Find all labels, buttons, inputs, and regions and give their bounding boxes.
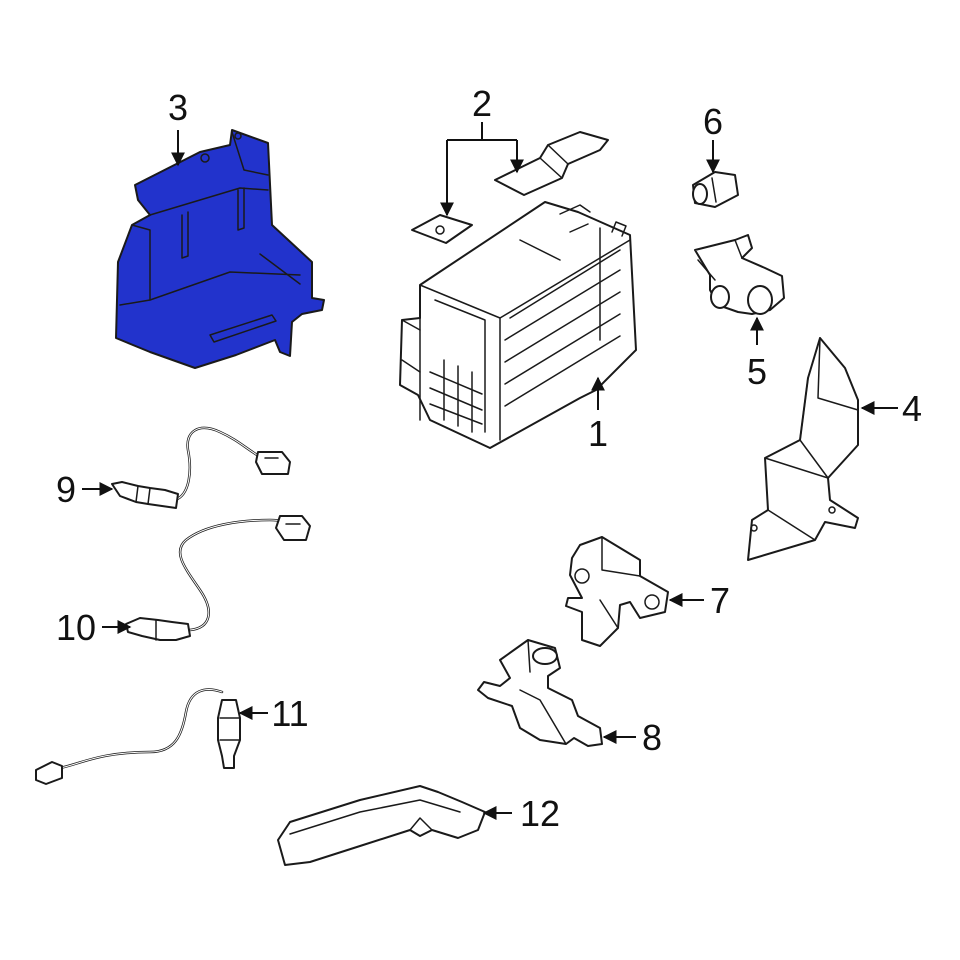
part-2-brackets[interactable] (411, 131, 609, 244)
callout-5: 5 (747, 351, 767, 392)
part-3-shield[interactable] (115, 129, 325, 369)
callout-7: 7 (710, 580, 730, 621)
part-10-sensor[interactable] (125, 515, 311, 641)
callout-3: 3 (168, 87, 188, 128)
callout-1: 1 (588, 413, 608, 454)
part-7-solenoid[interactable] (565, 536, 669, 647)
part-11-sensor[interactable] (35, 688, 241, 785)
leader-lines (82, 122, 898, 820)
callout-8: 8 (642, 717, 662, 758)
part-1-canister[interactable] (399, 201, 637, 449)
callout-11: 11 (271, 693, 308, 734)
callout-4: 4 (902, 388, 922, 429)
callout-2: 2 (472, 83, 492, 124)
callout-9: 9 (56, 469, 76, 510)
part-6-cap[interactable] (692, 171, 739, 208)
callout-10: 10 (56, 607, 96, 648)
part-12-cover[interactable] (277, 785, 486, 866)
part-4-heat-shield[interactable] (747, 337, 859, 561)
callout-6: 6 (703, 101, 723, 142)
part-3-body (115, 129, 325, 369)
callout-labels: 3 2 6 5 4 1 9 7 10 11 8 12 (56, 83, 922, 834)
part-5-connector[interactable] (694, 234, 785, 315)
callout-12: 12 (520, 793, 560, 834)
part-9-sensor[interactable] (111, 426, 291, 509)
part-8-purge-valve[interactable] (477, 639, 603, 747)
